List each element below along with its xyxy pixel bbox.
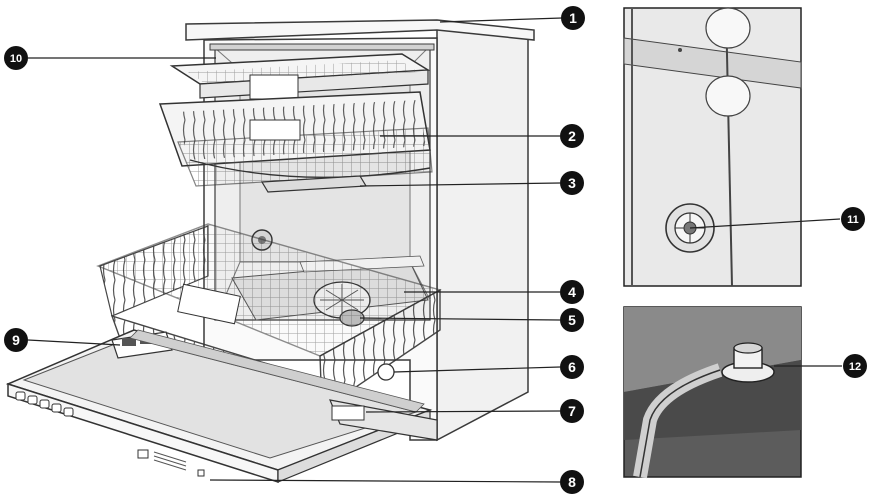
callout-label-4: 4 [568,284,576,300]
door-button-2 [27,395,38,405]
door-inner-rail [129,329,425,413]
spray-arm-nut-detail [721,342,775,383]
cabinet-side-panel [436,24,529,442]
callout-label-11: 11 [847,214,859,226]
open-door [5,329,433,484]
callout-label-8: 8 [568,474,576,490]
callout-marker-8: 8 [560,470,584,494]
callout-label-12: 12 [849,361,861,373]
door-button-4 [51,403,62,413]
callout-marker-1: 1 [561,6,585,30]
detail-panel-bottom [623,306,802,479]
door-button-1 [15,391,26,401]
callout-label-1: 1 [569,10,577,26]
callout-marker-9: 9 [4,328,28,352]
callout-label-5: 5 [568,312,576,328]
callout-marker-6: 6 [560,355,584,379]
upper-basket [158,91,433,187]
callout-marker-12: 12 [843,354,867,378]
door-button-3 [39,399,50,409]
callout-label-9: 9 [12,332,20,348]
callout-label-7: 7 [568,403,576,419]
leader-lines [27,17,842,483]
callout-marker-3: 3 [560,171,584,195]
callout-marker-5: 5 [560,308,584,332]
base-label [331,405,365,421]
dishwasher-illustration [5,19,535,484]
worktop [185,19,535,41]
callout-marker-2: 2 [560,124,584,148]
callout-marker-7: 7 [560,399,584,423]
callout-marker-11: 11 [841,207,865,231]
callout-label-2: 2 [568,128,576,144]
door-button-5 [63,407,74,417]
callout-marker-10: 10 [4,46,28,70]
callout-label-3: 3 [568,175,576,191]
cutlery-tray [169,53,431,100]
detail-panel-top [623,7,802,287]
callout-label-6: 6 [568,359,576,375]
callout-label-10: 10 [10,53,22,65]
rating-plate-marks [137,449,205,477]
callout-marker-4: 4 [560,280,584,304]
